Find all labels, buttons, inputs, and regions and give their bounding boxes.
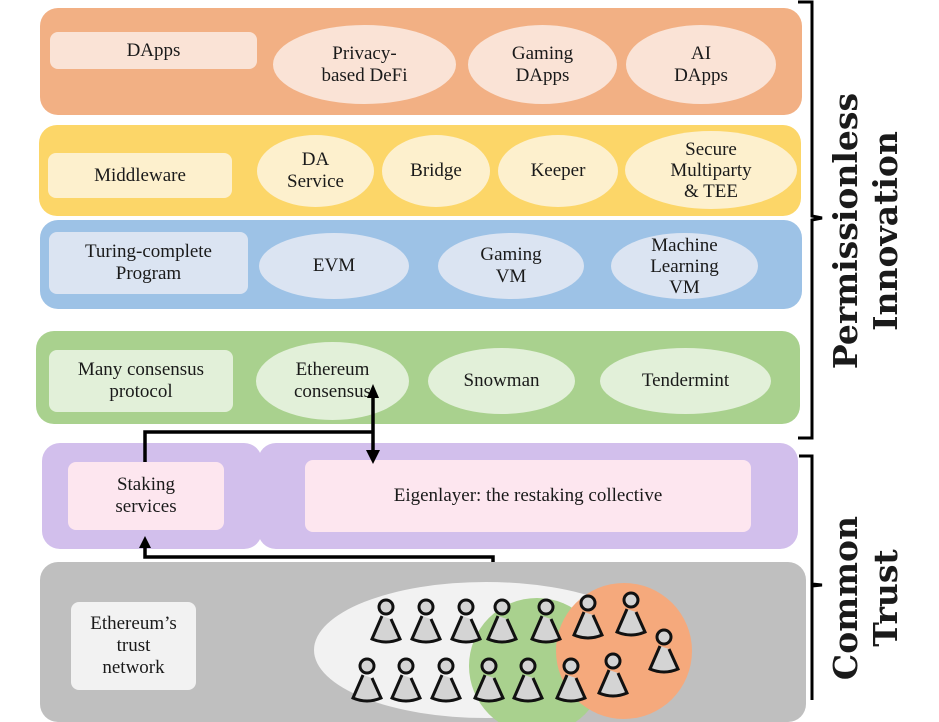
validator-person-icon	[390, 657, 422, 703]
permissionless-bracket	[798, 0, 823, 440]
keeper-node: Keeper	[498, 135, 618, 207]
eigenlayer-box: Eigenlayer: the restaking collective	[305, 460, 751, 532]
common-trust-bracket	[799, 454, 823, 700]
validator-person-icon	[450, 598, 482, 644]
gaming-dapps-node: Gaming DApps	[468, 25, 617, 104]
validator-person-icon	[410, 598, 442, 644]
validator-person-icon	[597, 652, 629, 698]
machine-learning-vm-node: Machine Learning VM	[611, 233, 758, 299]
vm-category-box: Turing-complete Program	[49, 232, 248, 294]
arrow-heads	[139, 384, 380, 548]
validator-crowd	[351, 591, 680, 703]
dapps-category-box: DApps	[50, 32, 257, 69]
restake-connector	[143, 392, 495, 562]
snowman-node: Snowman	[428, 348, 575, 414]
diagram-overlay	[139, 0, 823, 722]
permissionless-innovation-label: Permissionless Innovation	[826, 92, 905, 370]
middleware-category-box: Middleware	[48, 153, 232, 198]
validator-person-icon	[473, 657, 505, 703]
validator-person-icon	[486, 598, 518, 644]
ethereum-consensus-node: Ethereum consensus	[256, 342, 409, 420]
gaming-vm-node: Gaming VM	[438, 233, 584, 299]
arrow-up-consensus-icon	[367, 384, 379, 398]
trust-network-category-box: Ethereum’s trust network	[71, 602, 196, 690]
validator-person-icon	[572, 594, 604, 640]
ai-dapps-node: AI DApps	[626, 25, 776, 104]
validator-person-icon	[615, 591, 647, 637]
arrow-down-eigenlayer-icon	[366, 450, 380, 464]
consensus-category-box: Many consensus protocol	[49, 350, 233, 412]
validator-person-icon	[370, 598, 402, 644]
tendermint-node: Tendermint	[600, 348, 771, 414]
privacy-defi-node: Privacy- based DeFi	[273, 25, 456, 104]
validator-person-icon	[648, 628, 680, 674]
bridge-node: Bridge	[382, 135, 490, 207]
da-service-node: DA Service	[257, 135, 374, 207]
evm-node: EVM	[259, 233, 409, 299]
arrow-up-staking-icon	[139, 536, 151, 548]
common-trust-label: Common Trust	[826, 515, 905, 681]
validator-person-icon	[530, 598, 562, 644]
staking-services-box: Staking services	[68, 462, 224, 530]
secure-multiparty-tee-node: Secure Multiparty & TEE	[625, 131, 797, 209]
